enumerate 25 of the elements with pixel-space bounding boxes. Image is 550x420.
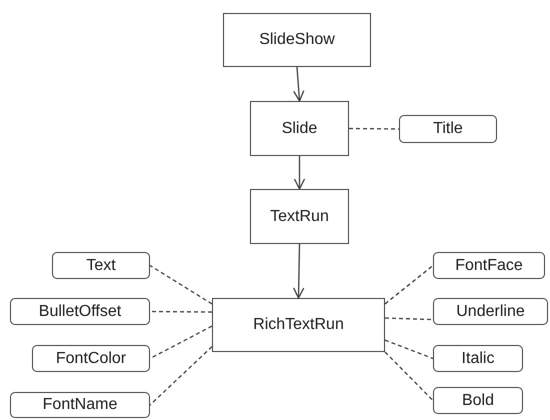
attribute-box: Title xyxy=(399,115,497,143)
connector-line xyxy=(349,128,399,130)
attribute-box: BulletOffset xyxy=(10,298,150,325)
connector-line xyxy=(150,326,212,360)
connector-line xyxy=(384,317,434,320)
attribute-box: Underline xyxy=(433,298,548,325)
attribute-box: FontFace xyxy=(433,252,545,279)
connector-line xyxy=(150,264,212,304)
class-box: Slide xyxy=(250,101,349,156)
attribute-box: Bold xyxy=(433,387,523,414)
class-box: SlideShow xyxy=(223,13,371,67)
arrow xyxy=(293,66,304,102)
arrow xyxy=(293,244,304,299)
arrow xyxy=(294,156,306,190)
connector-line xyxy=(384,340,434,360)
attribute-box: FontColor xyxy=(32,345,150,372)
connector-line xyxy=(150,346,212,406)
connector-line xyxy=(384,265,434,304)
class-box: RichTextRun xyxy=(212,298,385,352)
attribute-box: Italic xyxy=(433,345,523,372)
attribute-box: Text xyxy=(52,252,150,279)
connector-line xyxy=(384,352,434,401)
connector-line xyxy=(150,310,212,313)
attribute-box: FontName xyxy=(10,392,150,418)
class-box: TextRun xyxy=(250,189,349,244)
